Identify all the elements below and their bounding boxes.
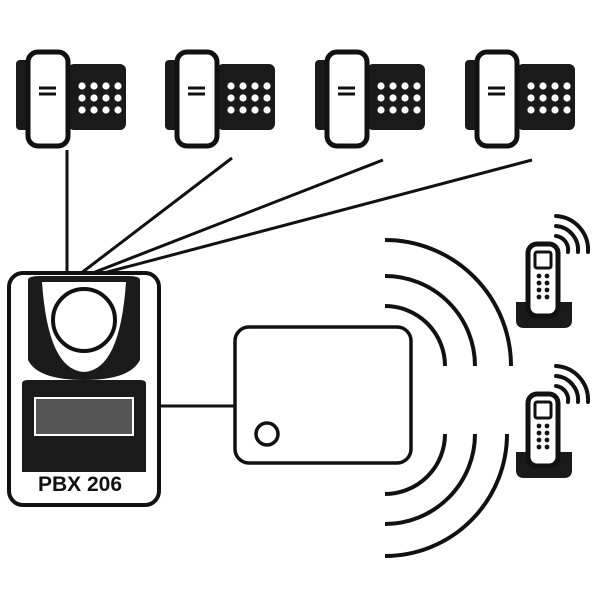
base-station-led	[254, 421, 280, 447]
cordless-handset-icon	[516, 366, 588, 478]
desk-phone-icon	[16, 52, 126, 146]
radio-waves-upper	[384, 238, 513, 367]
pbx-unit: PBX 206	[7, 271, 161, 507]
dect-base-station-icon	[233, 325, 413, 465]
wire-phone-3	[89, 158, 384, 276]
wire-phone-4	[99, 158, 533, 276]
cordless-handset-icon	[516, 216, 588, 328]
radio-waves-lower	[384, 433, 509, 558]
wire-phone-2	[79, 156, 233, 276]
desk-phone-icon	[315, 52, 425, 146]
pbx-model-label: PBX 206	[38, 473, 122, 496]
desk-phone-icon	[165, 52, 275, 146]
phone-wires	[65, 150, 533, 276]
pbx-display	[34, 397, 134, 436]
desk-phone-icon	[465, 52, 575, 146]
